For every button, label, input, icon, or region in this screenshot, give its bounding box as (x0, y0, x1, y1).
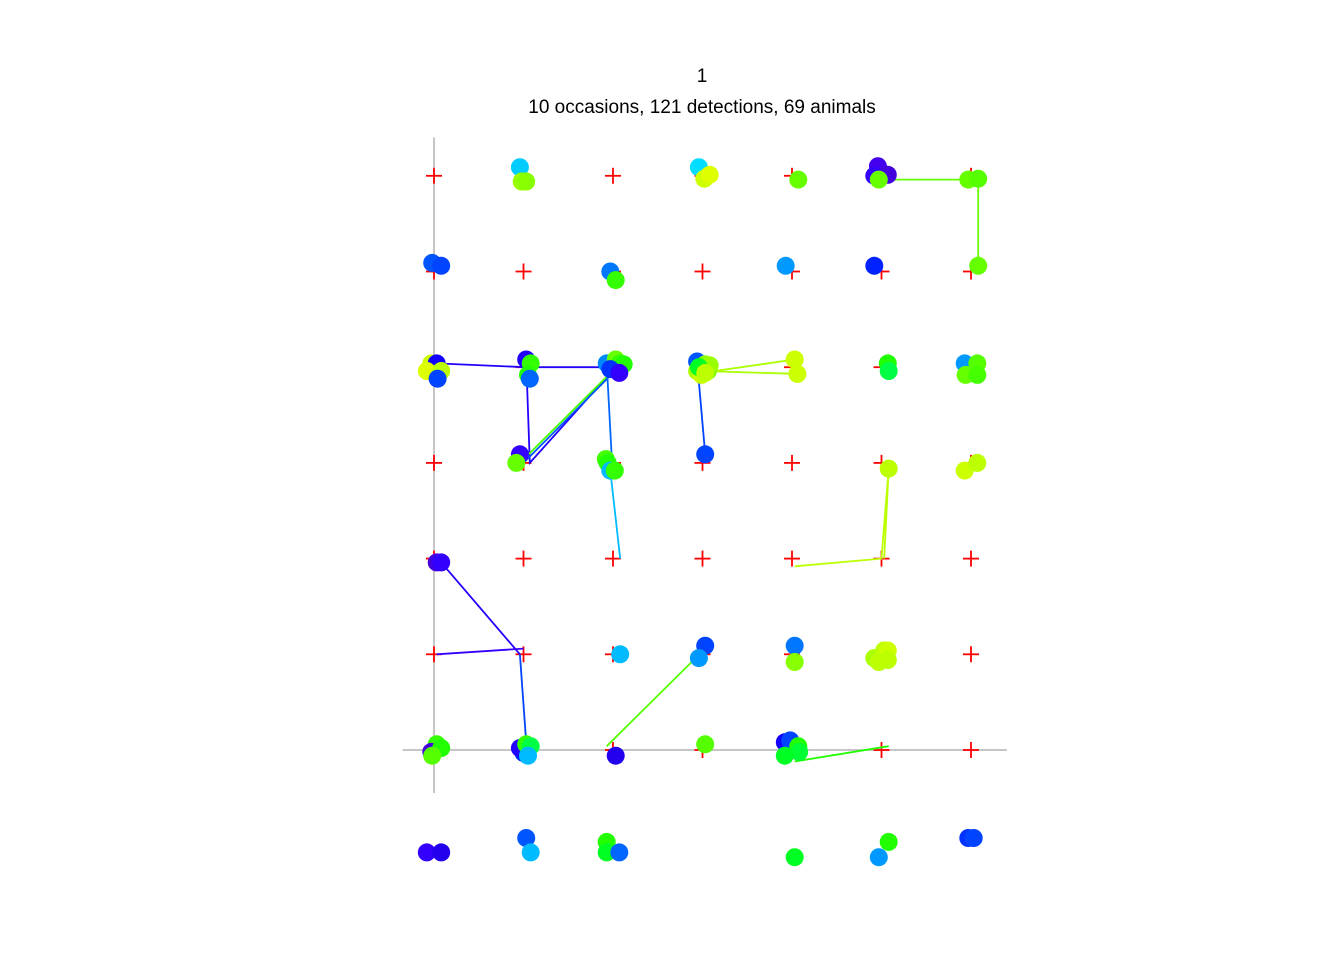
detection-point (423, 746, 442, 765)
detection-point (696, 363, 715, 382)
trap-marker (515, 263, 532, 280)
detection-point (610, 363, 629, 382)
chart-subtitle: 10 occasions, 121 detections, 69 animals (528, 97, 876, 118)
trap-marker (605, 167, 621, 184)
detection-point (520, 369, 539, 388)
detection-point (789, 170, 808, 189)
detection-point (606, 271, 625, 290)
detection-point (700, 165, 719, 184)
movement-track (436, 647, 524, 656)
movement-track (605, 363, 613, 464)
detection-point (610, 843, 629, 862)
detection-point (878, 651, 897, 669)
detection-point (969, 256, 988, 275)
detection-point (788, 364, 807, 383)
detection-point (776, 256, 795, 275)
trap-marker (426, 454, 442, 471)
detection-point (785, 350, 804, 369)
movement-track (609, 470, 622, 559)
movement-track (878, 177, 980, 266)
trap-marker (515, 550, 532, 567)
detection-point (790, 742, 809, 761)
trap-marker (694, 263, 711, 280)
detection-point (869, 170, 888, 189)
detection-point (968, 365, 987, 384)
trap-marker (784, 454, 800, 471)
movement-track (794, 745, 889, 763)
detection-point (785, 848, 804, 867)
detection-point (432, 843, 451, 862)
movement-track (440, 561, 521, 655)
axes (402, 137, 1007, 794)
detection-point (432, 553, 451, 572)
detection-point (521, 843, 540, 862)
trap-marker (784, 550, 800, 567)
trap-marker (694, 550, 711, 567)
detection-point (879, 832, 898, 851)
detection-point (417, 843, 436, 862)
movement-track (606, 647, 706, 747)
trap-marker (605, 550, 621, 567)
detection-point (507, 453, 526, 472)
movement-track (794, 468, 890, 568)
detection-points (417, 157, 988, 867)
movement-track (522, 372, 614, 464)
detection-point (611, 645, 630, 664)
detection-point (689, 649, 708, 668)
detection-point (879, 362, 898, 380)
detection-point (517, 172, 536, 191)
detection-point (879, 459, 898, 478)
trap-marker (426, 167, 442, 184)
chart-title: 1 (697, 66, 708, 87)
detection-point (775, 746, 794, 765)
detection-point (606, 746, 625, 765)
trap-marker (963, 742, 979, 758)
detection-point (432, 256, 451, 275)
detection-point (428, 369, 447, 388)
detection-point (964, 829, 983, 847)
detection-point (696, 735, 715, 754)
movement-track (519, 362, 621, 464)
detection-point (785, 653, 804, 671)
detection-point (605, 461, 624, 480)
trap-marker (963, 550, 979, 567)
detection-point (865, 256, 884, 275)
detection-point (517, 829, 536, 847)
detection-point (869, 848, 888, 867)
trap-marker (963, 646, 979, 663)
detection-point (969, 169, 988, 188)
detection-point (785, 636, 804, 655)
detection-point (510, 158, 529, 177)
trap-marker (873, 742, 890, 758)
detection-point (519, 746, 537, 765)
detection-point (696, 445, 715, 464)
detection-point (968, 453, 987, 472)
detection-point (597, 843, 616, 862)
movement-track (519, 654, 528, 743)
